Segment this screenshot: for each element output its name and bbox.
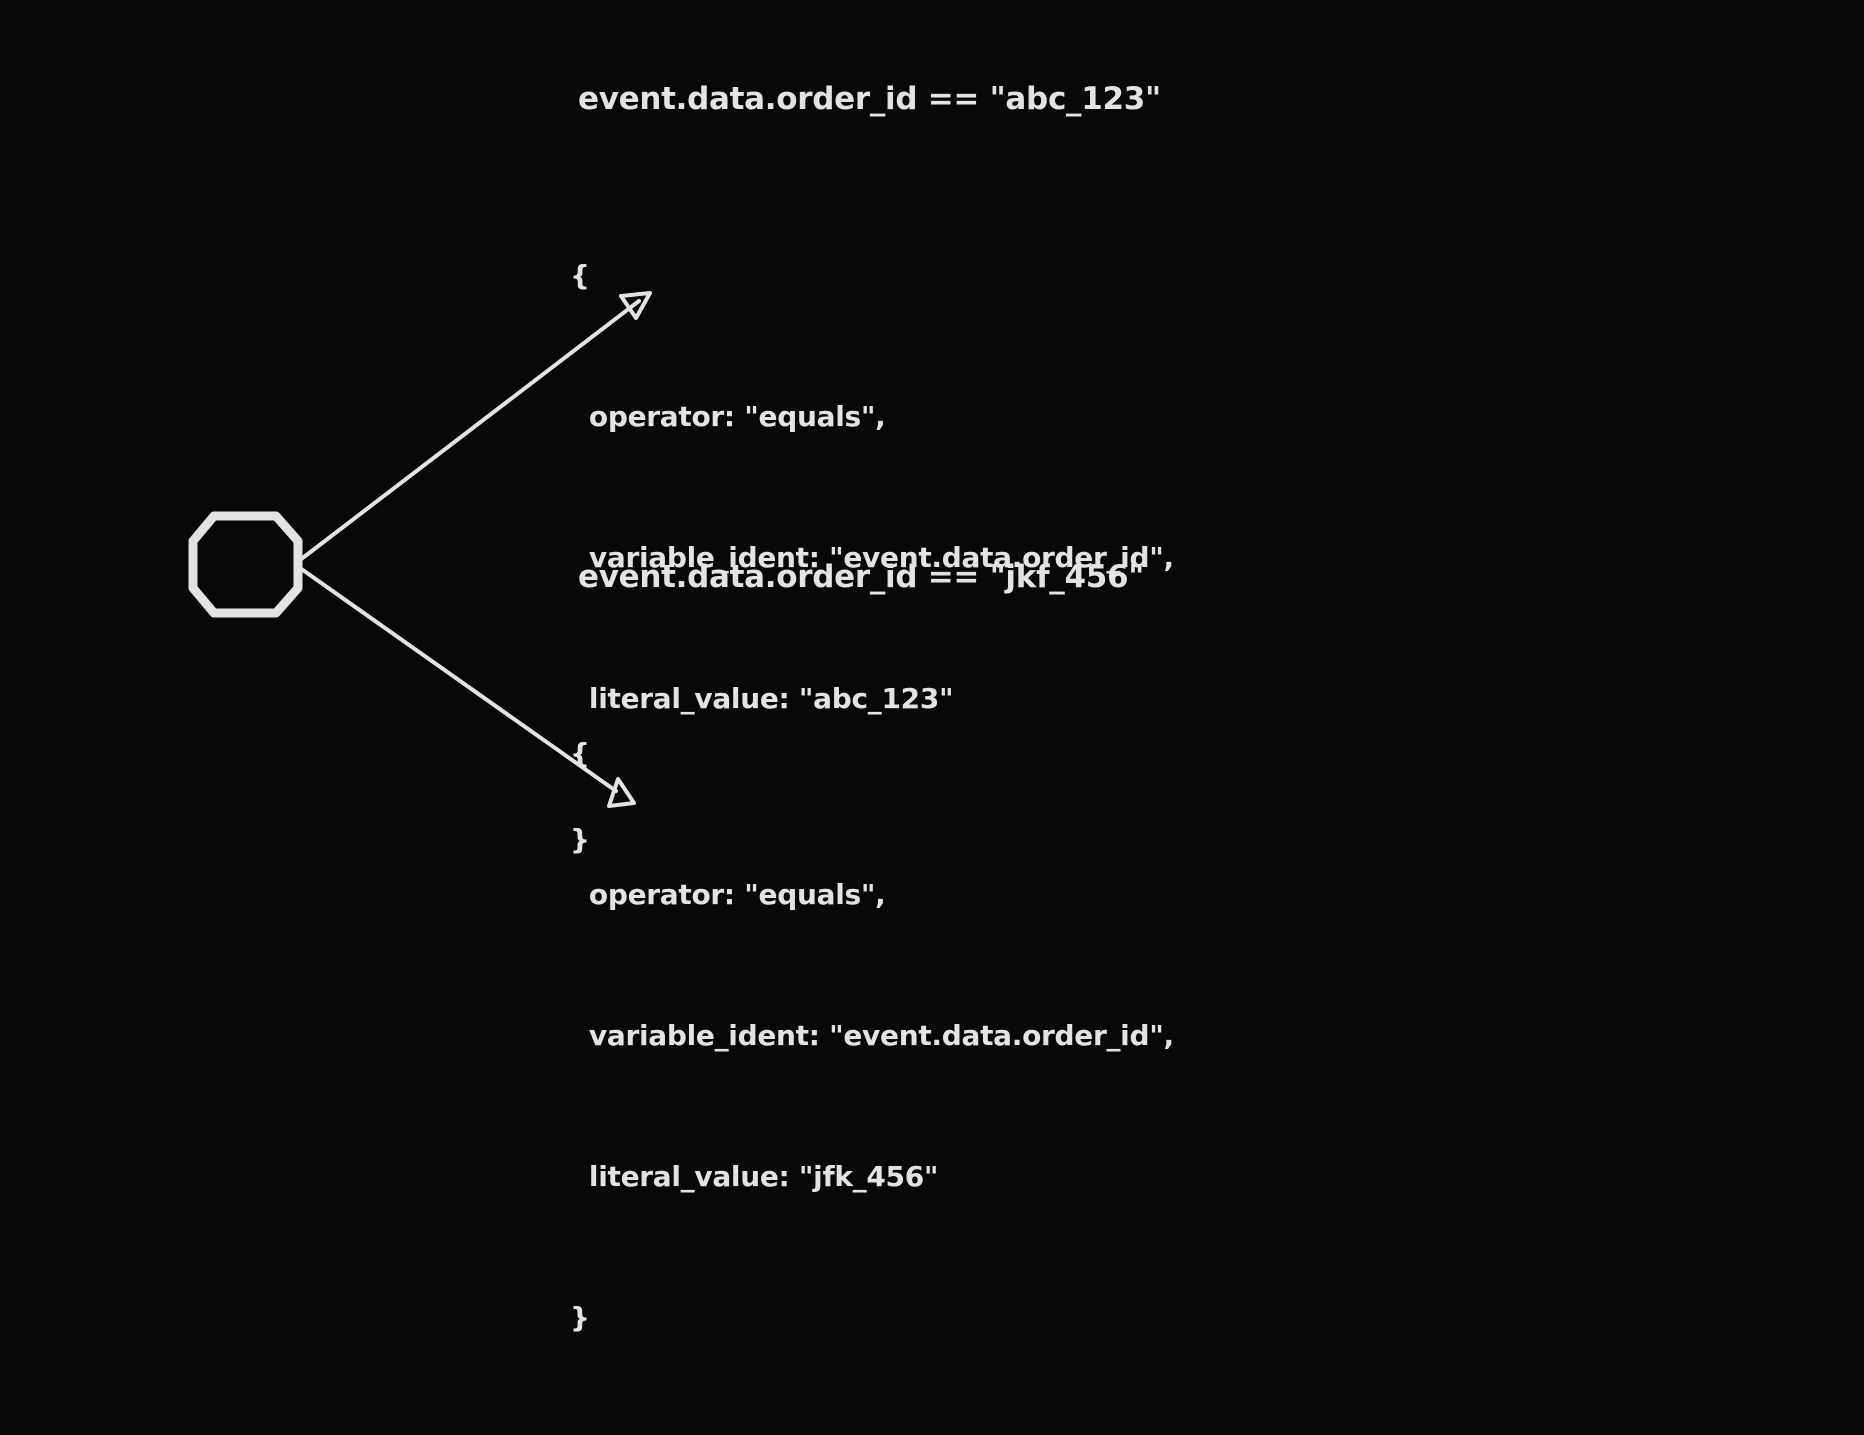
diagram-canvas: event.data.order_id == "abc_123" { opera… [188, 81, 1175, 1334]
branch-1-body: { operator: "equals", variable_ident: "e… [570, 158, 1174, 957]
code-line: variable_ident: "event.data.order_id", [570, 541, 1174, 574]
branch-2-title: event.data.order_id == "jkf_456" [578, 559, 1145, 595]
code-line: literal_value: "abc_123" [570, 682, 954, 715]
branch-2-body: { operator: "equals", variable_ident: "e… [570, 636, 1174, 1435]
code-line: { [570, 737, 590, 770]
edge-line-2 [298, 566, 618, 793]
branch-1-title: event.data.order_id == "abc_123" [578, 81, 1161, 117]
code-line: variable_ident: "event.data.order_id", [570, 1019, 1174, 1052]
code-line: operator: "equals", [570, 878, 886, 911]
code-line: operator: "equals", [570, 400, 886, 433]
code-line: } [570, 1301, 590, 1334]
code-line: { [570, 259, 590, 292]
octagon-node[interactable] [188, 511, 303, 618]
octagon-shape [188, 511, 303, 618]
code-line: } [570, 823, 590, 856]
code-line: literal_value: "jfk_456" [570, 1160, 939, 1193]
